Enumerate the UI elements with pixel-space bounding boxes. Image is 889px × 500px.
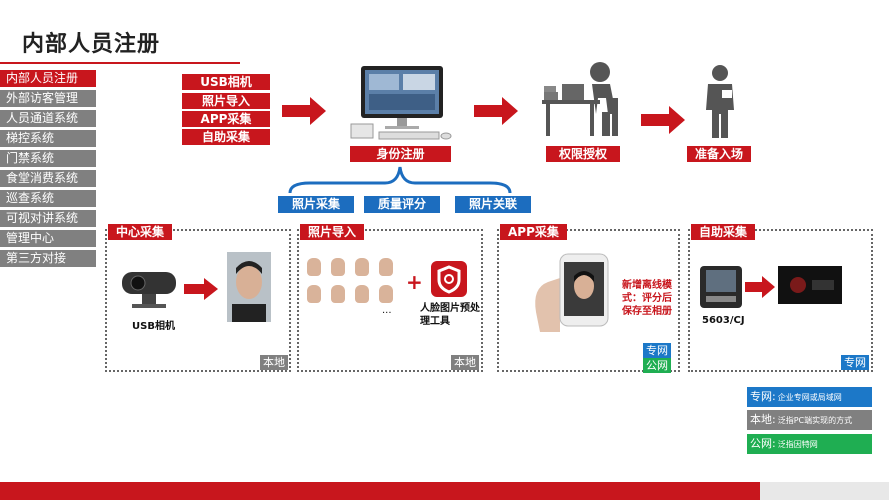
- operator-at-desk-icon: [542, 62, 618, 136]
- page-title: 内部人员注册: [22, 32, 161, 57]
- step-photo-link[interactable]: 照片关联: [455, 196, 531, 213]
- footer-accent: [760, 482, 889, 500]
- nav-item-access[interactable]: 门禁系统: [0, 150, 96, 167]
- kiosk-device-icon: [700, 266, 742, 308]
- nav-item-elevator[interactable]: 梯控系统: [0, 130, 96, 147]
- tag-private-network: 专网: [643, 343, 671, 358]
- legend-public: 公网:泛指因特网: [747, 434, 872, 454]
- tag-local: 本地: [451, 355, 479, 370]
- legend-local: 本地:泛指PC端实现的方式: [747, 410, 872, 430]
- kiosk-screen-image: [778, 266, 842, 304]
- legend-private: 专网:企业专网或局域网: [747, 387, 872, 407]
- panel-center-capture: [105, 229, 291, 372]
- tag-local: 本地: [260, 355, 288, 370]
- panel-photo-import: [297, 229, 483, 372]
- nav-item-management[interactable]: 管理中心: [0, 230, 96, 247]
- arrow-right-icon: [184, 278, 218, 300]
- nav-item-patrol[interactable]: 巡查系统: [0, 190, 96, 207]
- device-model-caption: 5603/CJ: [702, 315, 745, 326]
- offline-mode-note: 新增离线模式：评分后保存至相册: [622, 280, 672, 317]
- nav-item-internal-register[interactable]: 内部人员注册: [0, 70, 96, 87]
- computer-icon: [350, 66, 452, 140]
- bracket-connector: [288, 166, 512, 194]
- nav-item-visitor[interactable]: 外部访客管理: [0, 90, 96, 107]
- sidebar-nav: 内部人员注册 外部访客管理 人员通道系统 梯控系统 门禁系统 食堂消费系统 巡查…: [0, 70, 96, 270]
- identity-register-button[interactable]: 身份注册: [350, 146, 451, 162]
- step-photo-capture[interactable]: 照片采集: [278, 196, 354, 213]
- footer-bar: [0, 482, 889, 500]
- panel-import-label: 照片导入: [300, 224, 365, 240]
- person-icon: [706, 65, 734, 138]
- usb-camera-caption: USB相机: [132, 321, 175, 332]
- plus-sign: +: [406, 270, 423, 294]
- panel-self-label: 自助采集: [691, 224, 756, 240]
- source-photo-import[interactable]: 照片导入: [182, 93, 270, 109]
- nav-item-passage[interactable]: 人员通道系统: [0, 110, 96, 127]
- panel-app-capture: [497, 229, 680, 372]
- face-photo-image: [227, 252, 271, 322]
- arrow-right-icon: [282, 97, 326, 125]
- nav-item-canteen[interactable]: 食堂消费系统: [0, 170, 96, 187]
- more-ellipsis: ...: [382, 305, 392, 316]
- webcam-icon: [122, 272, 176, 308]
- panel-app-label: APP采集: [500, 224, 567, 240]
- nav-item-third-party[interactable]: 第三方对接: [0, 250, 96, 267]
- ready-enter-button[interactable]: 准备入场: [687, 146, 751, 162]
- arrow-right-icon: [474, 97, 518, 125]
- title-underline: [0, 62, 240, 64]
- shield-app-icon: [431, 261, 467, 297]
- panel-self-capture: [688, 229, 873, 372]
- preprocess-tool-caption: 人脸图片预处理工具: [420, 303, 480, 327]
- tag-private-network: 专网: [841, 355, 869, 370]
- panel-center-label: 中心采集: [108, 224, 173, 240]
- nav-item-intercom[interactable]: 可视对讲系统: [0, 210, 96, 227]
- step-quality-score[interactable]: 质量评分: [364, 196, 440, 213]
- permission-grant-button[interactable]: 权限授权: [546, 146, 620, 162]
- source-self-capture[interactable]: 自助采集: [182, 129, 270, 145]
- source-app-capture[interactable]: APP采集: [182, 111, 270, 127]
- arrow-right-icon: [745, 276, 775, 298]
- phone-in-hand-image: [535, 253, 609, 332]
- tag-public-network: 公网: [643, 358, 671, 373]
- source-usb-camera[interactable]: USB相机: [182, 74, 270, 90]
- arrow-right-icon: [641, 106, 685, 134]
